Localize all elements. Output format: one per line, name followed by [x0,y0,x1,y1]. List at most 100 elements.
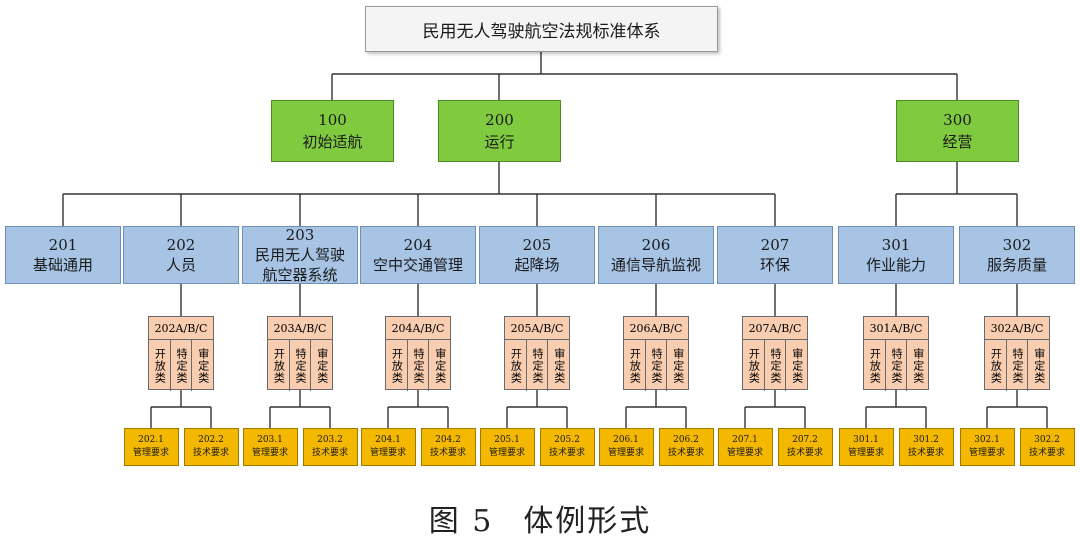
node-code: 200 [485,111,514,129]
root-title: 民用无人驾驶航空法规标准体系 [422,21,661,42]
category-label: 特定类 [527,340,549,391]
node-100: 100 初始适航 [271,100,394,162]
requirement-name: 管理要求 [488,448,525,458]
requirement-code: 204.2 [435,435,461,445]
requirement-name: 技术要求 [311,448,348,458]
node-name: 初始适航 [302,133,363,151]
node-202: 202 人员 [123,226,239,284]
node-name: 民用无人驾驶航空器系统 [254,246,345,284]
requirement-name: 技术要求 [548,448,585,458]
requirement-code: 206.1 [613,435,639,445]
node-name: 服务质量 [986,256,1047,274]
node-code: 204 [403,236,433,254]
category-label: 特定类 [765,340,787,391]
category-label: 开放类 [864,340,886,391]
category-label: 审定类 [433,347,447,384]
node-207: 207 环保 [717,226,833,284]
category-label: 开放类 [743,340,765,391]
requirement-name: 管理要求 [847,448,884,458]
node-name: 运行 [484,133,515,151]
caption-text: 体例形式 [523,504,652,539]
requirement-code: 301.1 [853,435,879,445]
node-301: 301 作业能力 [838,226,954,284]
requirement-box: 206.2 技术要求 [658,428,714,466]
node-name: 环保 [759,256,790,274]
requirement-code: 205.1 [494,435,520,445]
node-code: 206 [641,236,671,254]
node-code: 201 [48,236,78,254]
node-code: 302 [1002,236,1032,254]
node-code: 100 [318,111,347,129]
category-label: 开放类 [268,340,290,391]
requirement-box: 301.2 技术要求 [898,428,954,466]
node-200: 200 运行 [438,100,561,162]
node-206: 206 通信导航监视 [598,226,714,284]
requirement-code: 203.1 [257,435,283,445]
category-label: 开放类 [624,340,646,391]
node-302: 302 服务质量 [959,226,1075,284]
category-label: 特定类 [408,340,430,391]
requirement-box: 203.1 管理要求 [242,428,298,466]
requirement-box: 205.1 管理要求 [479,428,535,466]
node-201: 201 基础通用 [5,226,121,284]
requirement-name: 技术要求 [667,448,704,458]
category-label: 审定类 [315,347,329,384]
category-label: 审定类 [552,347,566,384]
node-name: 起降场 [514,256,560,274]
requirement-name: 技术要求 [1028,448,1065,458]
category-label: 特定类 [886,340,908,391]
requirement-name: 技术要求 [907,448,944,458]
requirement-name: 管理要求 [369,448,406,458]
node-name: 经营 [942,133,973,151]
requirement-name: 管理要求 [968,448,1005,458]
category-label: 审定类 [1032,347,1046,384]
standard-code: 302A/B/C [985,317,1049,340]
node-code: 207 [760,236,790,254]
requirement-code: 207.2 [792,435,818,445]
requirement-name: 管理要求 [726,448,763,458]
requirement-code: 301.2 [913,435,939,445]
category-label: 审定类 [790,347,804,384]
figure-caption: 图 5 体例形式 [0,496,1080,540]
category-label: 特定类 [290,340,312,391]
node-name: 通信导航监视 [610,256,701,274]
category-label: 特定类 [646,340,668,391]
standard-code: 204A/B/C [386,317,450,340]
requirement-name: 技术要求 [192,448,229,458]
node-code: 205 [522,236,552,254]
requirement-code: 202.1 [138,435,164,445]
node-code: 203 [285,226,315,244]
requirement-box: 202.2 技术要求 [183,428,239,466]
requirement-code: 302.2 [1034,435,1060,445]
node-204: 204 空中交通管理 [360,226,476,284]
requirement-box: 301.1 管理要求 [838,428,894,466]
standard-code: 207A/B/C [743,317,807,340]
requirement-box: 205.2 技术要求 [539,428,595,466]
caption-figure-number: 图 5 [428,504,494,539]
requirement-code: 205.2 [554,435,580,445]
standard-code: 301A/B/C [864,317,928,340]
category-label: 开放类 [149,340,171,391]
node-code: 300 [943,111,972,129]
category-label: 特定类 [1007,340,1029,391]
category-label: 审定类 [671,347,685,384]
category-label: 审定类 [196,347,210,384]
requirement-code: 206.2 [673,435,699,445]
node-name: 人员 [165,256,196,274]
node-name: 作业能力 [865,256,926,274]
category-label: 审定类 [911,347,925,384]
requirement-code: 202.2 [198,435,224,445]
requirement-name: 管理要求 [251,448,288,458]
node-300: 300 经营 [896,100,1019,162]
